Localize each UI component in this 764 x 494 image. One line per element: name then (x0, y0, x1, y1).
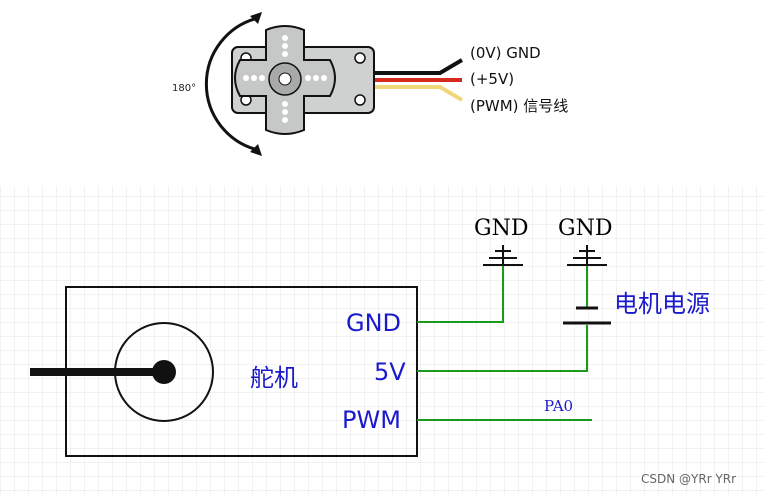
net-label-pa0: PA0 (544, 397, 574, 415)
wire-label-pwm: (PWM) 信号线 (470, 97, 569, 115)
rotation-angle-label: 180° (172, 83, 197, 94)
pin-label-5v: 5V (374, 358, 406, 386)
ground-label-2: GND (558, 216, 613, 241)
power-source-symbol (563, 306, 611, 325)
schematic-grid (0, 186, 764, 494)
pin-label-pwm: PWM (342, 406, 401, 434)
servo-symbol (30, 322, 214, 422)
ground-symbol-1 (483, 245, 523, 266)
wire-label-5v: (+5V) (470, 70, 515, 88)
servo-horn (234, 25, 336, 135)
ground-symbol-2 (567, 245, 607, 266)
watermark: CSDN @YRr YRr (641, 472, 737, 486)
servo-wires (372, 58, 464, 102)
rotation-arrow (204, 12, 262, 156)
ground-label-1: GND (474, 216, 529, 241)
servo-illustration (204, 12, 464, 156)
servo-name-label: 舵机 (250, 364, 298, 392)
pin-label-gnd: GND (346, 309, 402, 337)
power-source-label: 电机电源 (614, 290, 710, 318)
wire-label-gnd: (0V) GND (470, 44, 541, 62)
